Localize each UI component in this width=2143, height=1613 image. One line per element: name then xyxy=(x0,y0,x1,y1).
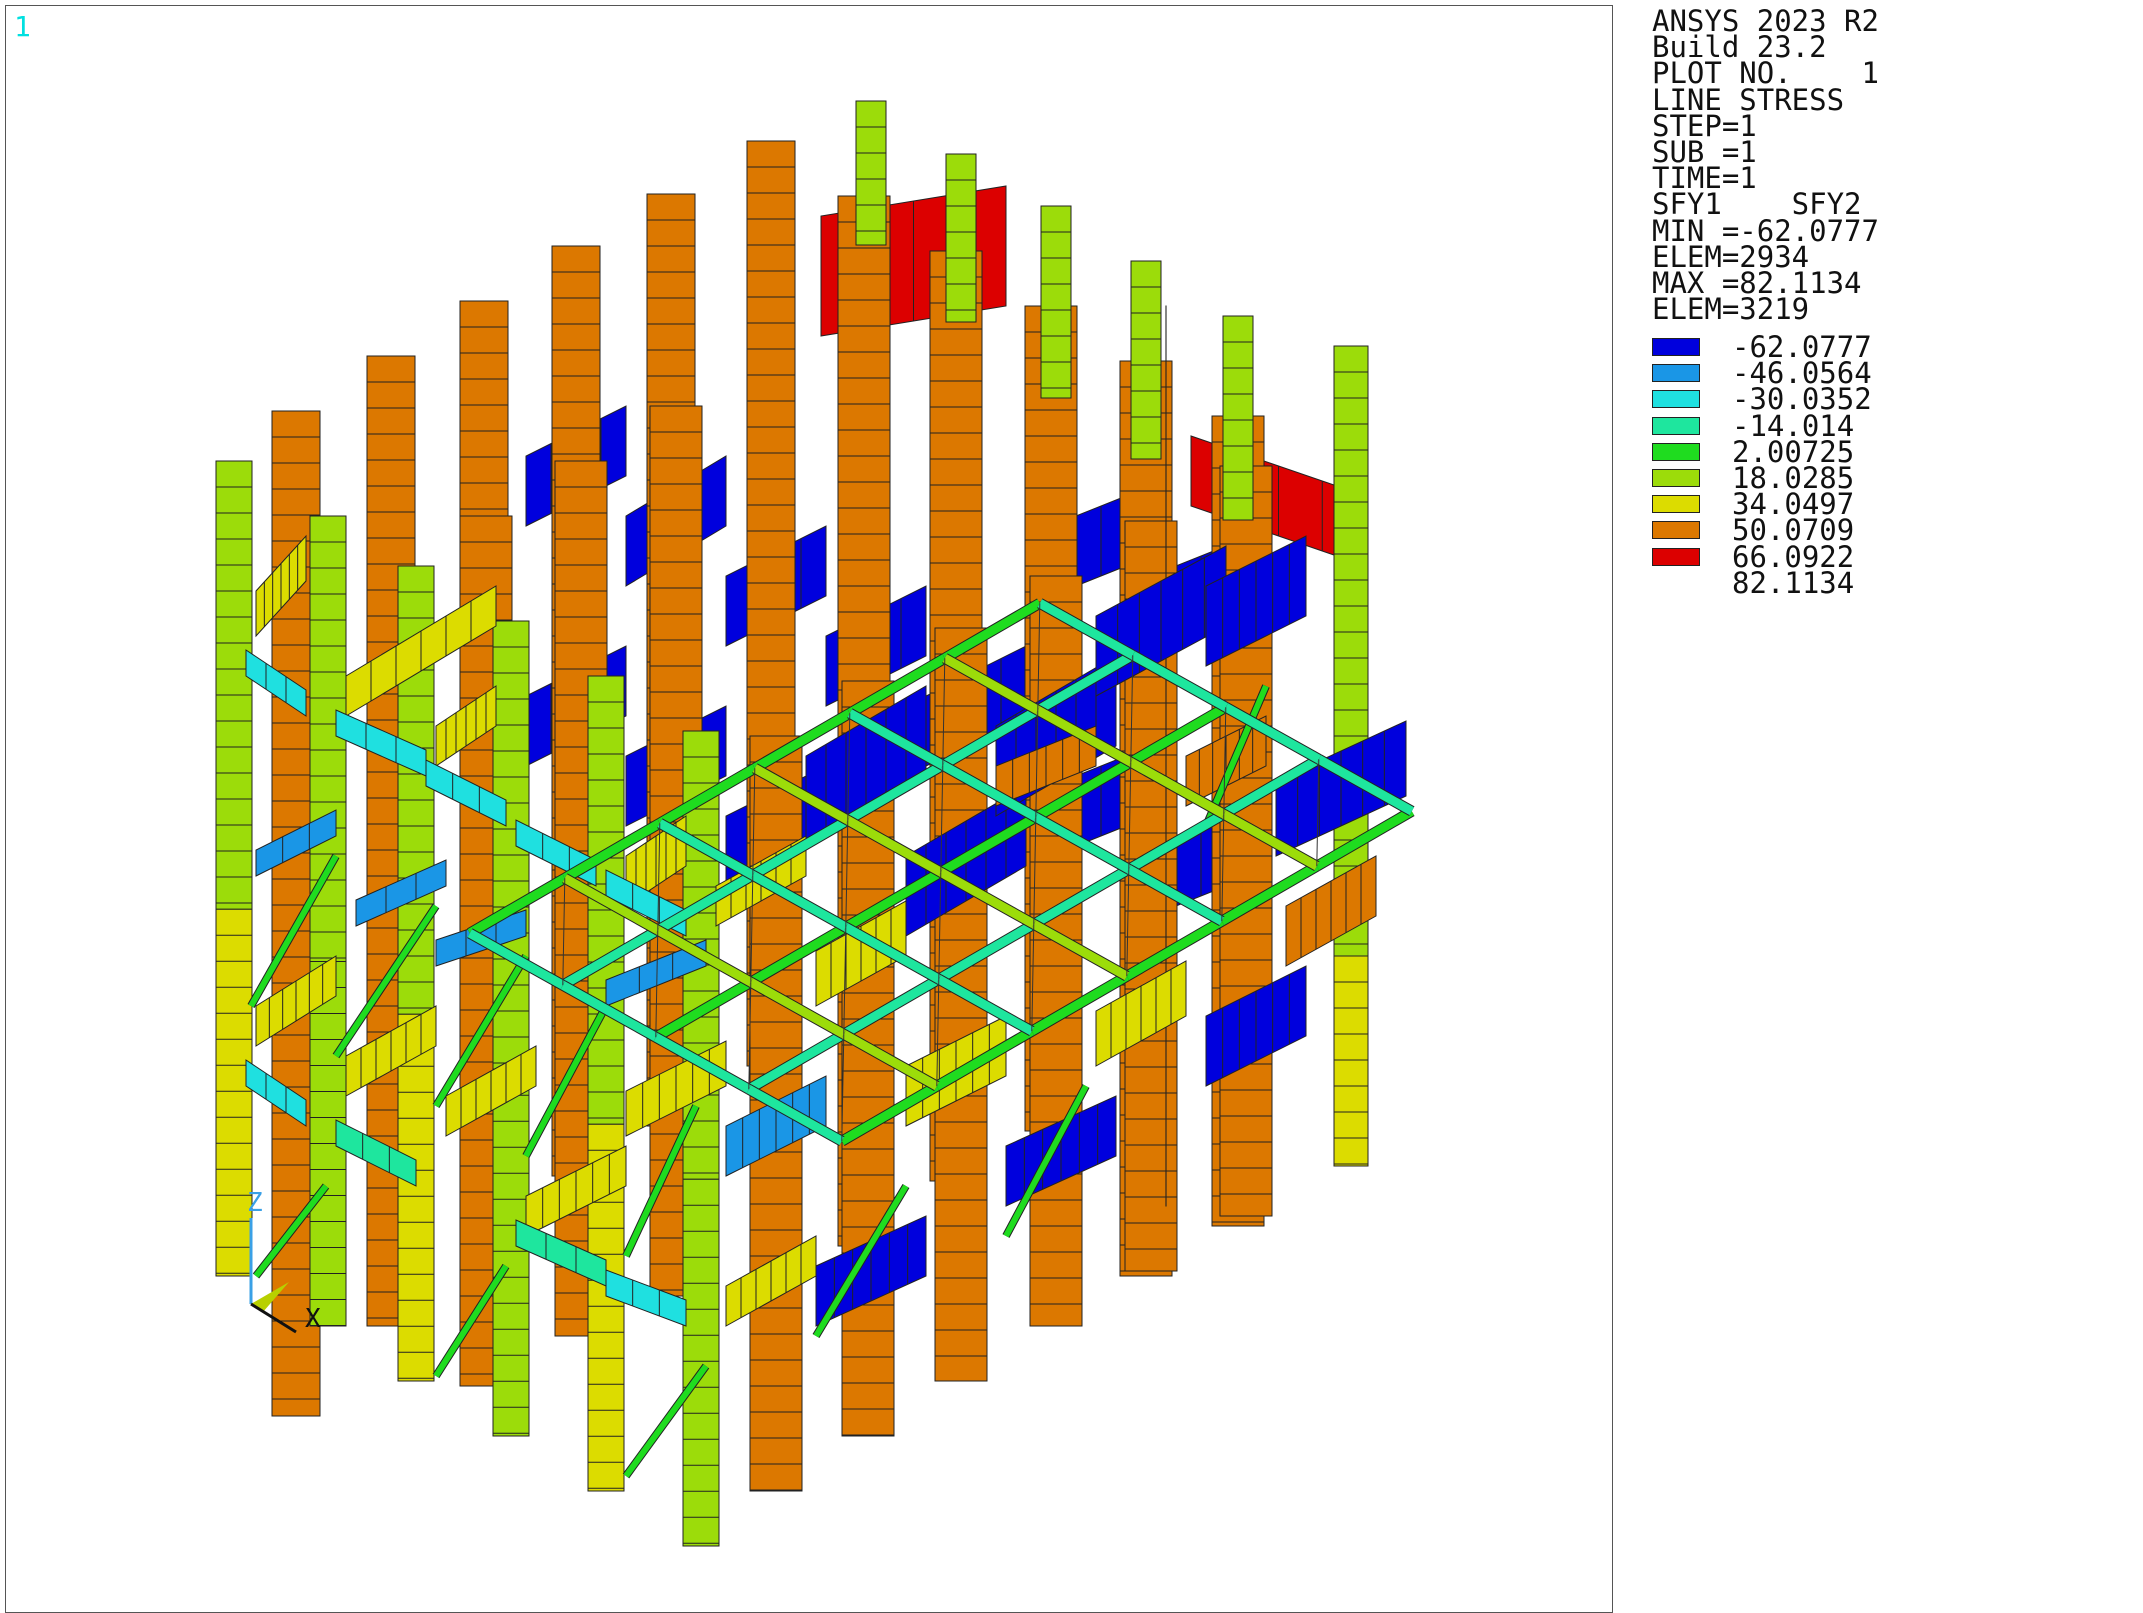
column-roof-stub xyxy=(1223,316,1253,520)
legend-swatch xyxy=(1652,443,1700,461)
legend-swatch xyxy=(1652,469,1700,487)
legend-swatch xyxy=(1652,338,1700,356)
legend-swatch xyxy=(1652,417,1700,435)
column-roof-stub xyxy=(1041,206,1071,398)
plot-info-panel: ANSYS 2023 R2 Build 23.2 PLOT NO. 1 LINE… xyxy=(1652,8,2132,322)
column-roof-stub xyxy=(856,101,886,245)
z-axis-label: Z xyxy=(247,1188,263,1218)
legend-swatch xyxy=(1652,548,1700,566)
legend-swatch xyxy=(1652,390,1700,408)
legend-swatch xyxy=(1652,521,1700,539)
column-roof-stub xyxy=(1131,261,1161,459)
line-stress-model xyxy=(6,6,1611,1611)
info-line: ELEM=3219 xyxy=(1652,296,2132,322)
column-edge-right-lower xyxy=(1334,956,1368,1166)
legend-swatch xyxy=(1652,495,1700,513)
column-edge-lime xyxy=(216,461,252,909)
legend-value: 82.1134 xyxy=(1732,566,1854,600)
x-axis-label: X xyxy=(305,1304,321,1334)
graphics-viewport[interactable]: 1 Z X xyxy=(5,5,1613,1613)
coordinate-triad: Z X xyxy=(241,1186,351,1336)
legend-swatch xyxy=(1652,364,1700,382)
column-roof-stub xyxy=(946,154,976,322)
